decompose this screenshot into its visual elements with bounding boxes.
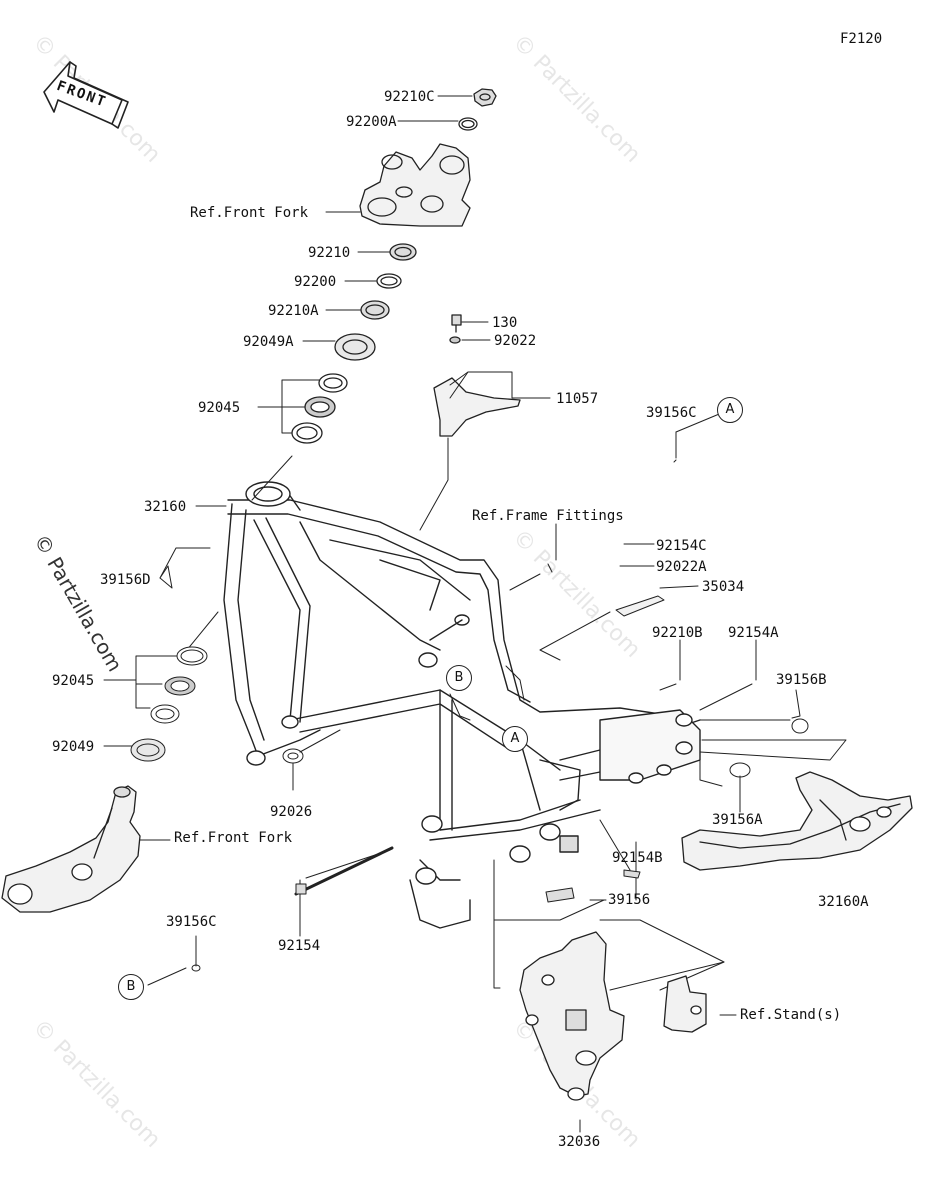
marker-b-frame: B bbox=[446, 665, 472, 691]
marker-a-top: A bbox=[717, 397, 743, 423]
stand-bracket bbox=[663, 975, 707, 1033]
part-label-92022a[interactable]: 92022A bbox=[656, 559, 707, 575]
part-label-92045-top[interactable]: 92045 bbox=[198, 400, 241, 416]
ref-stands[interactable]: Ref.Stand(s) bbox=[740, 1007, 842, 1023]
part-label-92154a[interactable]: 92154A bbox=[728, 625, 779, 641]
nut-92210c bbox=[473, 88, 497, 107]
part-label-92049[interactable]: 92049 bbox=[52, 739, 95, 755]
part-label-32036[interactable]: 32036 bbox=[558, 1134, 601, 1150]
seal-92049a bbox=[334, 333, 376, 361]
part-label-32160a[interactable]: 32160A bbox=[818, 894, 869, 910]
part-label-92154b[interactable]: 92154B bbox=[612, 850, 663, 866]
figure-id: F2120 bbox=[840, 31, 883, 47]
part-label-39156d[interactable]: 39156D bbox=[100, 572, 151, 588]
part-label-11057[interactable]: 11057 bbox=[556, 391, 599, 407]
leader-lines bbox=[103, 95, 847, 1133]
part-label-35034[interactable]: 35034 bbox=[702, 579, 745, 595]
part-label-39156c-bottom[interactable]: 39156C bbox=[166, 914, 217, 930]
part-label-92154c[interactable]: 92154C bbox=[656, 538, 707, 554]
nut-92210 bbox=[389, 243, 417, 261]
marker-a-frame: A bbox=[502, 726, 528, 752]
lower-bracket bbox=[1, 785, 141, 913]
race-92045-top-1 bbox=[318, 373, 348, 393]
subframe-32160a bbox=[681, 771, 913, 871]
part-label-92049a[interactable]: 92049A bbox=[243, 334, 294, 350]
marker-b-bottom: B bbox=[118, 974, 144, 1000]
part-label-92045-bottom[interactable]: 92045 bbox=[52, 673, 95, 689]
part-label-39156c-top[interactable]: 39156C bbox=[646, 405, 697, 421]
nut-92210a bbox=[360, 300, 390, 320]
part-label-92210a[interactable]: 92210A bbox=[268, 303, 319, 319]
ref-frame-fittings[interactable]: Ref.Frame Fittings bbox=[472, 508, 624, 524]
ref-front-fork-top[interactable]: Ref.Front Fork bbox=[190, 205, 309, 221]
upper-bracket bbox=[359, 143, 471, 227]
front-arrow-icon bbox=[43, 61, 129, 129]
part-label-39156b[interactable]: 39156B bbox=[776, 672, 827, 688]
part-label-92200[interactable]: 92200 bbox=[294, 274, 337, 290]
part-label-130[interactable]: 130 bbox=[492, 315, 518, 331]
part-label-92210c[interactable]: 92210C bbox=[384, 89, 435, 105]
part-label-39156a[interactable]: 39156A bbox=[712, 812, 763, 828]
ref-front-fork-bottom[interactable]: Ref.Front Fork bbox=[174, 830, 293, 846]
bracket-11057 bbox=[433, 377, 521, 437]
part-label-92154[interactable]: 92154 bbox=[278, 938, 321, 954]
washer-92200a bbox=[458, 117, 478, 131]
main-frame bbox=[223, 481, 701, 929]
bracket-32036 bbox=[519, 931, 625, 1101]
part-label-92210b[interactable]: 92210B bbox=[652, 625, 703, 641]
part-label-92022[interactable]: 92022 bbox=[494, 333, 537, 349]
part-label-32160[interactable]: 32160 bbox=[144, 499, 187, 515]
part-label-92200a[interactable]: 92200A bbox=[346, 114, 397, 130]
part-label-92026[interactable]: 92026 bbox=[270, 804, 313, 820]
part-label-39156[interactable]: 39156 bbox=[608, 892, 651, 908]
part-label-92210[interactable]: 92210 bbox=[308, 245, 351, 261]
